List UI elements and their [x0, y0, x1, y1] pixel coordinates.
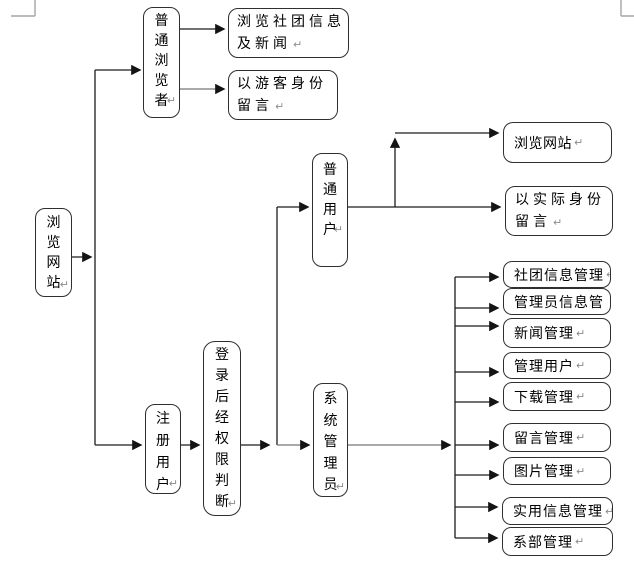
node-label: 管理员信息管: [514, 294, 604, 311]
return-mark: ↵: [227, 497, 237, 510]
node-label: 系部管理: [513, 534, 573, 551]
connector-arrows: [72, 23, 502, 544]
node-registered-user: 注册用户 ↵: [145, 404, 181, 494]
node-system-admin: 系统管理员 ↵: [313, 383, 348, 497]
return-mark: ↵: [605, 505, 612, 518]
node-normal-visitor: 普通浏览者 ↵: [143, 7, 180, 118]
node-picture-management: 图片管理↵: [503, 457, 611, 485]
node-label: 实用信息管理: [513, 504, 603, 520]
return-mark: ↵: [335, 480, 345, 493]
return-mark: ↵: [576, 464, 586, 478]
node-label: 浏览网站: [46, 215, 61, 291]
return-mark: ↵: [606, 268, 610, 281]
node-club-info-management: 社团信息管理↵: [503, 261, 611, 288]
node-guest-message: 以游客身份 留言↵: [228, 70, 338, 120]
node-label: 下载管理: [514, 389, 574, 406]
return-mark: ↵: [168, 477, 178, 490]
return-mark: ↵: [553, 216, 563, 229]
return-mark: ↵: [576, 390, 586, 403]
node-label: 登录后经权限判断: [215, 347, 229, 510]
node-label: 普通浏览者: [154, 13, 169, 109]
node-label: 系统管理员: [323, 391, 338, 493]
node-browse-website: 浏览网站↵: [503, 122, 612, 163]
node-login-permission-check: 登录后经权限判断 ↵: [203, 341, 241, 516]
return-mark: ↵: [293, 38, 303, 51]
return-mark: ↵: [576, 326, 586, 340]
return-mark: ↵: [575, 535, 585, 548]
node-download-management: 下载管理↵: [503, 382, 611, 411]
page-corner-marks: [11, 0, 634, 17]
node-browse-website-root: 浏览网站 ↵: [35, 208, 72, 297]
node-label: 浏览社团信息 及新闻: [237, 14, 345, 52]
node-practical-info-management: 实用信息管理↵: [502, 497, 613, 525]
return-mark: ↵: [576, 431, 586, 444]
node-label: 以游客身份 留言: [237, 76, 327, 114]
return-mark: ↵: [333, 223, 343, 236]
node-label: 图片管理: [514, 464, 574, 480]
node-real-identity-message: 以实际身份 留言↵: [505, 186, 613, 236]
return-mark: ↵: [574, 136, 584, 149]
node-label: 普通用户: [323, 162, 337, 238]
node-message-management: 留言管理↵: [503, 423, 611, 452]
return-mark: ↵: [59, 278, 69, 291]
node-browse-club-info-news: 浏览社团信息 及新闻↵: [228, 8, 349, 58]
node-label: 管理用户: [514, 358, 574, 375]
node-news-management: 新闻管理↵: [503, 318, 611, 348]
node-user-management: 管理用户↵: [503, 352, 611, 379]
node-normal-user: 普通用户 ↵: [312, 153, 348, 267]
node-label: 以实际身份 留言: [515, 192, 605, 230]
return-mark: ↵: [166, 94, 176, 107]
return-mark: ↵: [576, 359, 586, 372]
node-department-management: 系部管理↵: [502, 527, 613, 556]
node-label: 注册用户: [156, 411, 170, 493]
node-label: 社团信息管理: [514, 267, 604, 284]
node-label: 留言管理: [514, 430, 574, 447]
node-label: 浏览网站: [514, 135, 572, 152]
node-label: 新闻管理: [514, 326, 574, 342]
return-mark: ↵: [275, 100, 285, 113]
node-admin-info-management: 管理员信息管: [503, 288, 611, 315]
